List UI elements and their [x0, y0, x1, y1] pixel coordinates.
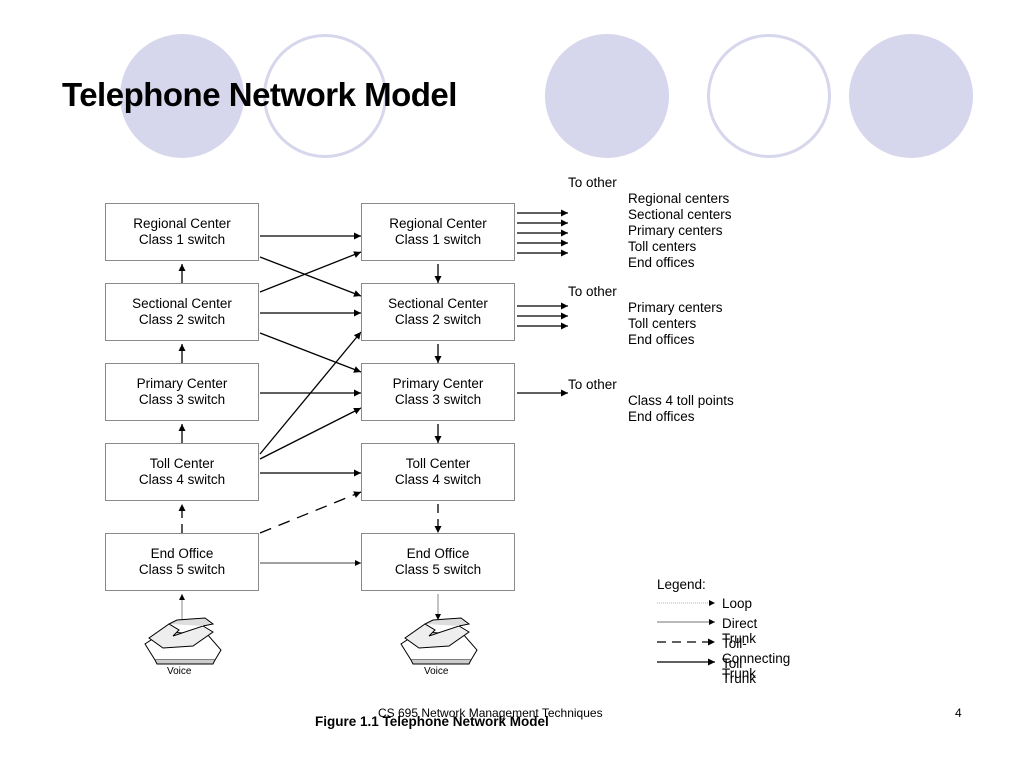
left-toll-center-box: Toll Center Class 4 switch [105, 443, 259, 501]
right-regional-center-box: Regional Center Class 1 switch [361, 203, 515, 261]
edge-left-c4-to-right-c2 [259, 331, 362, 455]
note-item: Sectional centers [628, 207, 732, 222]
box-name: Sectional Center [388, 296, 488, 311]
note-item: Primary centers [628, 223, 723, 238]
figure-caption: Figure 1.1 Telephone Network Model [315, 714, 549, 729]
edge-left-c2-to-right-c1 [259, 251, 362, 293]
legend-item-direct-trunk: Direct Trunk [657, 616, 757, 646]
box-name: End Office [150, 546, 214, 561]
box-name: Toll Center [405, 456, 471, 471]
left-end-office-box: End Office Class 5 switch [105, 533, 259, 591]
note-item: Toll centers [628, 239, 697, 254]
note-item: End offices [628, 332, 695, 347]
note-head: To other [568, 377, 617, 392]
footer-text: CS 695 Network Management Techniques [378, 706, 603, 720]
edge-left-c2-to-right-c3 [259, 332, 362, 373]
right-toll-center-box: Toll Center Class 4 switch [361, 443, 515, 501]
box-class: Class 4 switch [394, 472, 482, 487]
note-primary-destinations: To other Class 4 toll points End offices [568, 377, 734, 425]
note-item: Class 4 toll points [628, 393, 734, 408]
note-regional-destinations: To other Regional centers Sectional cent… [568, 175, 732, 271]
note-item: End offices [628, 409, 695, 424]
note-sectional-destinations: To other Primary centers Toll centers En… [568, 284, 723, 348]
telephone-icon-right [400, 617, 478, 665]
legend-item-toll-trunk: Toll Trunk [657, 656, 756, 686]
box-name: Sectional Center [132, 296, 232, 311]
voice-label-left: Voice [167, 666, 192, 677]
right-sectional-center-box: Sectional Center Class 2 switch [361, 283, 515, 341]
decor-circle-5 [849, 34, 973, 158]
edge-left-c4-to-right-c3 [259, 407, 362, 460]
legend-item-loop: Loop [657, 596, 752, 616]
box-class: Class 1 switch [394, 232, 482, 247]
edge-left-c1-to-right-c2 [259, 256, 362, 297]
decor-circle-1 [120, 34, 244, 158]
box-class: Class 4 switch [138, 472, 226, 487]
note-item: Toll centers [628, 316, 697, 331]
left-sectional-center-box: Sectional Center Class 2 switch [105, 283, 259, 341]
slide-title: Telephone Network Model [62, 76, 457, 113]
note-item: Primary centers [628, 300, 723, 315]
box-name: Primary Center [136, 376, 228, 391]
box-class: Class 2 switch [138, 312, 226, 327]
legend-title: Legend: [657, 577, 706, 592]
box-class: Class 3 switch [394, 392, 482, 407]
decor-circle-4 [707, 34, 831, 158]
box-class: Class 3 switch [138, 392, 226, 407]
note-item: End offices [628, 255, 695, 270]
left-regional-center-box: Regional Center Class 1 switch [105, 203, 259, 261]
legend-label: Toll-Connecting Trunk [722, 636, 791, 681]
box-name: Primary Center [392, 376, 484, 391]
legend-label: Direct Trunk [722, 616, 758, 646]
decor-circle-3 [545, 34, 669, 158]
legend-label: Loop [722, 596, 753, 611]
box-name: Toll Center [149, 456, 215, 471]
telephone-icon-left [144, 617, 222, 665]
box-class: Class 1 switch [138, 232, 226, 247]
box-class: Class 5 switch [394, 562, 482, 577]
box-class: Class 5 switch [138, 562, 226, 577]
note-head: To other [568, 175, 617, 190]
edge-left-c5-to-right-c4 [259, 491, 362, 534]
note-head: To other [568, 284, 617, 299]
box-name: Regional Center [389, 216, 487, 231]
legend-label: Toll Trunk [722, 656, 757, 686]
box-class: Class 2 switch [394, 312, 482, 327]
right-end-office-box: End Office Class 5 switch [361, 533, 515, 591]
left-primary-center-box: Primary Center Class 3 switch [105, 363, 259, 421]
box-name: Regional Center [133, 216, 231, 231]
note-item: Regional centers [628, 191, 730, 206]
right-primary-center-box: Primary Center Class 3 switch [361, 363, 515, 421]
legend: Legend: Loop Direct Trunk Toll-Connectin… [657, 577, 790, 686]
voice-label-right: Voice [424, 666, 449, 677]
box-name: End Office [406, 546, 470, 561]
page-number: 4 [955, 706, 962, 720]
decor-circle-2 [263, 34, 387, 158]
legend-item-toll-connecting-trunk: Toll-Connecting Trunk [657, 636, 790, 681]
